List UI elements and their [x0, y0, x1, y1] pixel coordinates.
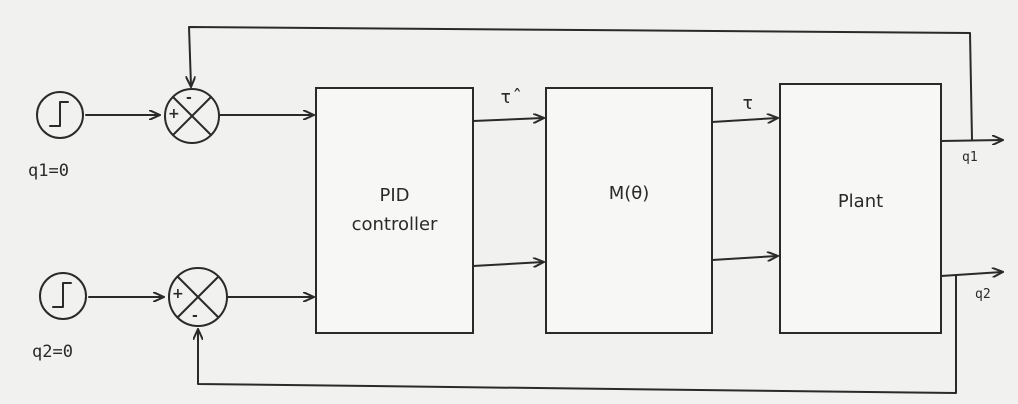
- plant-block-label: Plant: [837, 191, 884, 212]
- arrow-m-to-plant-bottom: [711, 256, 777, 260]
- mass-matrix-block: [545, 87, 713, 334]
- input-label-q2: q2=0: [32, 342, 73, 362]
- summer1-top-sign: -: [186, 90, 192, 106]
- feedback-loop-1: [189, 26, 973, 141]
- signal-label-tau-hat: τ̂: [500, 86, 512, 108]
- input-label-q1: q1=0: [28, 161, 69, 181]
- signal-label-tau: τ: [742, 92, 754, 114]
- summing-junction-1: [164, 88, 220, 144]
- pid-block-label: PID controller: [316, 182, 473, 240]
- signal-label-q1-out: q1: [962, 150, 978, 165]
- summer2-bottom-sign: -: [192, 308, 198, 324]
- summer1-left-sign: +: [168, 106, 180, 122]
- step-source-1: [36, 91, 84, 139]
- step-source-2: [39, 272, 87, 320]
- m-block-label: M(θ): [608, 183, 650, 204]
- step-icon: [52, 282, 72, 308]
- plant-block: [779, 83, 942, 334]
- arrow-m-to-plant-top: [711, 118, 777, 122]
- signal-label-q2-out: q2: [975, 287, 991, 302]
- arrow-pid-to-m-bottom: [472, 262, 543, 266]
- arrow-pid-to-m-top: [472, 118, 543, 121]
- pid-label-line2: controller: [351, 213, 438, 235]
- pid-label-line1: PID: [379, 185, 410, 206]
- pid-controller-block: [315, 87, 474, 334]
- feedback-loop-2: [198, 274, 957, 394]
- summer2-top-sign: +: [172, 286, 184, 302]
- arrow-plant-output-2: [940, 272, 1002, 276]
- step-icon: [49, 101, 69, 127]
